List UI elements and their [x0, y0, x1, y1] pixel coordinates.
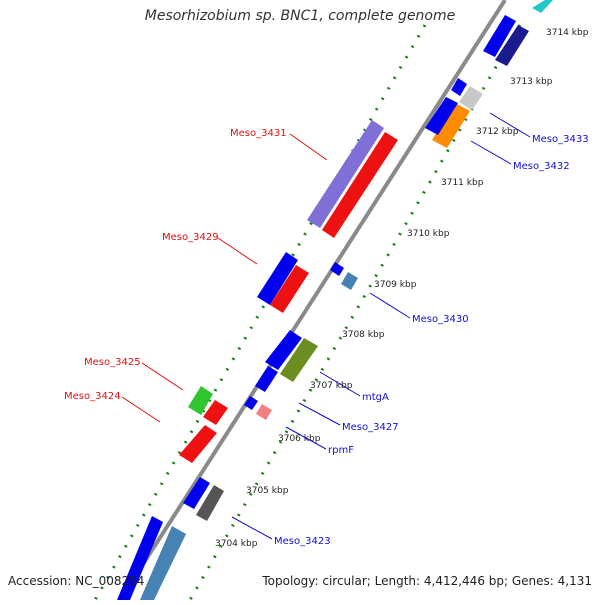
kbp-label-3712: 3712 kbp [476, 127, 519, 137]
gene-label-meso-3432: Meso_3432 [513, 161, 570, 172]
gene-meso-3423-b [196, 485, 224, 521]
gene-meso-3431-upper [307, 120, 384, 228]
genome-backbone [118, 0, 507, 602]
gene-meso-3430-left [330, 262, 344, 276]
kbp-label-3714: 3714 kbp [546, 28, 589, 38]
kbp-label-3711: 3711 kbp [441, 178, 484, 188]
connector-meso-3424 [121, 396, 161, 423]
connector-mtga [319, 371, 361, 397]
gene-meso-3429-upper [257, 252, 298, 305]
gene-meso-3427 [244, 396, 258, 410]
connector-meso-3423 [231, 516, 273, 540]
gene-label-rpmf: rpmF [328, 445, 354, 456]
map-title: Mesorhizobium sp. BNC1, complete genome [144, 8, 456, 24]
gene-blue-mid [265, 330, 302, 370]
connector-meso-3427 [298, 402, 341, 426]
gene-blue-3713a [451, 78, 467, 96]
connector-meso-3430 [369, 292, 411, 319]
kbp-label-3713: 3713 kbp [510, 77, 553, 87]
connector-meso-3432 [470, 140, 512, 165]
gene-bottom-steel [140, 526, 186, 600]
gene-red-small [203, 400, 228, 425]
gene-olive-mtga [280, 338, 318, 382]
gene-meso-3429-lower [270, 265, 309, 313]
kbp-label-3708: 3708 kbp [342, 330, 385, 340]
kbp-label-3707: 3707 kbp [310, 381, 353, 391]
dotted-guide-right [188, 24, 522, 601]
connector-rpmf [285, 426, 327, 450]
gene-meso-3423-a [183, 477, 210, 509]
gene-blue-3712 [425, 97, 458, 135]
gene-meso-3424 [179, 425, 217, 463]
kbp-label-3710: 3710 kbp [407, 229, 450, 239]
gene-label-mtga: mtgA [362, 392, 389, 403]
connector-meso-3431 [289, 133, 328, 161]
dotted-guide-left [93, 24, 427, 601]
gene-label-meso-3427: Meso_3427 [342, 422, 399, 433]
accession-text: Accession: NC_008254 [8, 574, 145, 588]
connector-meso-3429 [217, 237, 258, 265]
kbp-label-3705: 3705 kbp [246, 486, 289, 496]
gene-label-meso-3431: Meso_3431 [230, 128, 287, 139]
gene-meso-3425 [188, 386, 213, 415]
gene-meso-3430 [341, 272, 358, 290]
gene-cyan-top [532, 0, 553, 13]
gene-rpmf [256, 404, 272, 420]
gene-blue-small [255, 366, 278, 392]
gene-bottom-blue [117, 516, 163, 600]
gene-label-meso-3425: Meso_3425 [84, 357, 141, 368]
gene-label-meso-3424: Meso_3424 [64, 391, 121, 402]
kbp-label-3709: 3709 kbp [374, 280, 417, 290]
connector-meso-3425 [141, 362, 184, 391]
kbp-label-3704: 3704 kbp [215, 539, 258, 549]
connector-meso-3433 [489, 112, 531, 138]
gene-label-meso-3433: Meso_3433 [532, 134, 589, 145]
topology-text: Topology: circular; Length: 4,412,446 bp… [262, 574, 592, 588]
gene-label-meso-3423: Meso_3423 [274, 536, 331, 547]
gene-blue-3714 [483, 15, 516, 57]
gene-meso-3432 [432, 103, 470, 148]
gene-silver-3713 [459, 86, 483, 110]
gene-label-meso-3429: Meso_3429 [162, 232, 219, 243]
gene-meso-3431-lower [322, 132, 398, 238]
kbp-label-3706: 3706 kbp [278, 434, 321, 444]
gene-navy-3714 [495, 25, 529, 66]
gene-label-meso-3430: Meso_3430 [412, 314, 469, 325]
